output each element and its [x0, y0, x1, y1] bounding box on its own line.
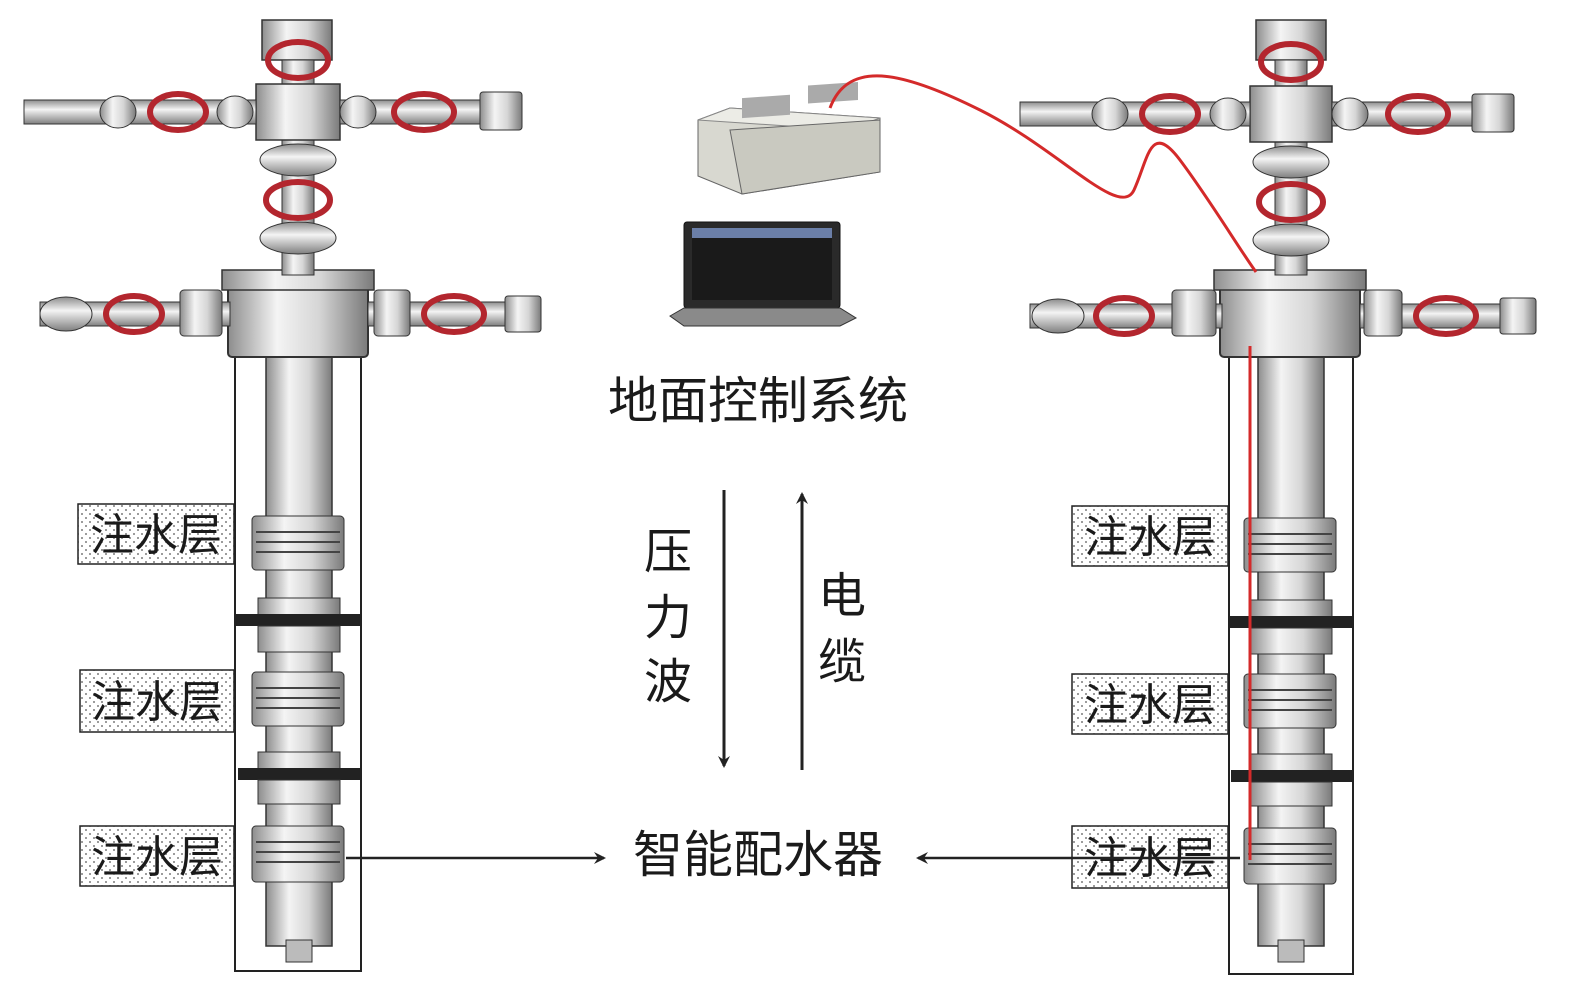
layer-label: 注水层	[90, 510, 222, 561]
left-layer-1: 注水层	[77, 503, 235, 565]
pressure-wave-char-3: 波	[644, 654, 692, 710]
right-layer-2: 注水层	[1071, 673, 1229, 735]
surface-control-label: 地面控制系统	[608, 372, 908, 430]
right-well: 注水层 注水层 注水层	[1019, 19, 1537, 975]
layer-label: 注水层	[1084, 512, 1216, 563]
left-tubing-head	[227, 282, 369, 358]
left-downhole-tools	[236, 515, 360, 883]
surface-cable	[828, 74, 1258, 273]
left-layer-3: 注水层	[79, 825, 235, 887]
cable-char-2: 缆	[818, 634, 866, 690]
layer-label: 注水层	[91, 832, 223, 883]
pressure-wave-char-2: 力	[644, 590, 692, 646]
right-layer-1: 注水层	[1071, 505, 1229, 567]
smart-distributor-label: 智能配水器	[633, 826, 883, 884]
left-well: 注水层 注水层 注水层	[23, 19, 542, 972]
cable-char-1: 电	[818, 568, 866, 624]
right-tubing-head	[1219, 282, 1361, 358]
left-plug	[285, 939, 313, 963]
valve-wheel-icon	[103, 39, 487, 335]
pressure-wave-char-1: 压	[644, 524, 692, 580]
laptop-icon	[669, 221, 858, 327]
valve-wheel-icon	[1093, 41, 1479, 337]
layer-label: 注水层	[91, 677, 223, 728]
right-downhole-tools	[1229, 517, 1353, 885]
computer-server-icon	[697, 82, 881, 195]
layer-label: 注水层	[1084, 680, 1216, 731]
left-layer-2: 注水层	[79, 669, 235, 733]
